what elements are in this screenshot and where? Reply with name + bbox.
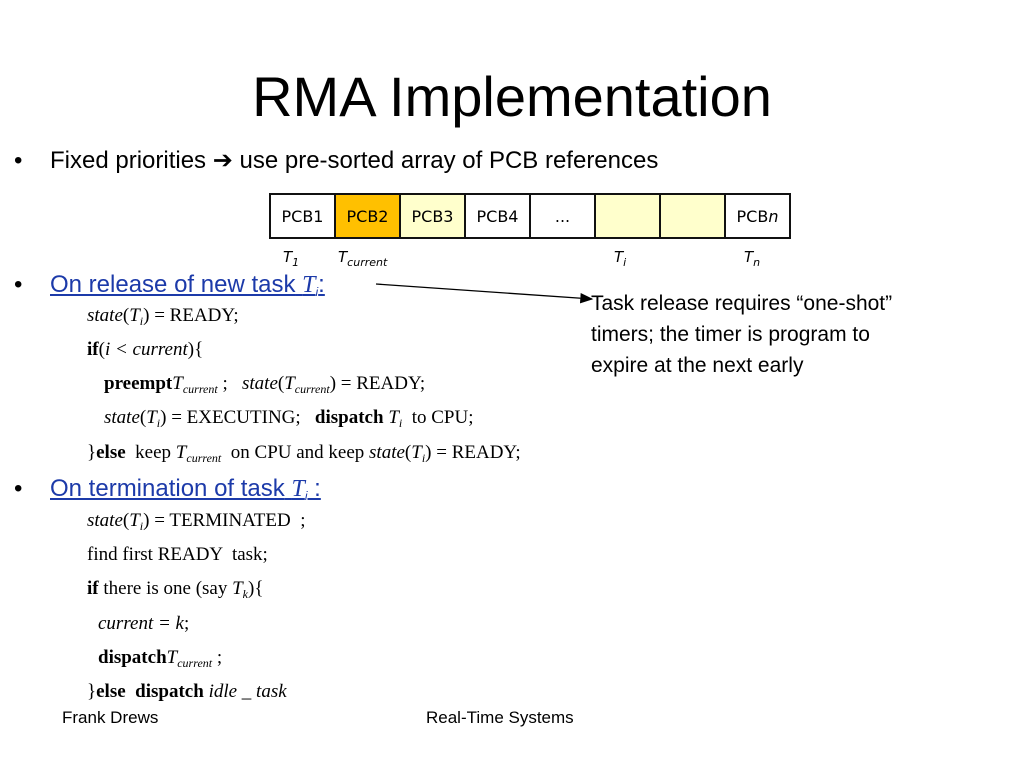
link-on-termination[interactable]: On termination of task Ti : bbox=[50, 475, 321, 510]
label-tn: Tn bbox=[744, 248, 761, 269]
term-line-3: if there is one (say Tk){ bbox=[87, 578, 264, 601]
link-text: On release of new task bbox=[50, 271, 296, 298]
link-suffix: : bbox=[307, 475, 321, 502]
pcb-cell-3: PCB3 bbox=[401, 195, 466, 237]
bullet-text-before: Fixed priorities bbox=[50, 147, 207, 174]
pcb-cell-label: PCB2 bbox=[346, 206, 389, 226]
link-text: On termination of task bbox=[50, 475, 285, 502]
bullet-fixed-priorities: Fixed priorities ➔ use pre-sorted array … bbox=[50, 147, 658, 175]
release-line-4: state(Ti) = EXECUTING; dispatch Ti to CP… bbox=[104, 407, 474, 430]
pcb-cell-2: PCB2 bbox=[336, 195, 401, 237]
bullet-marker: • bbox=[14, 147, 23, 174]
bullet-marker: • bbox=[14, 475, 23, 502]
release-line-5: }else keep Tcurrent on CPU and keep stat… bbox=[87, 442, 521, 465]
pcb-cell-ellipsis: ... bbox=[531, 195, 596, 237]
pcb-cell-label: PCB4 bbox=[476, 206, 519, 226]
link-suffix: : bbox=[318, 271, 325, 298]
release-line-3: preemptTcurrent ; state(Tcurrent) = READ… bbox=[104, 373, 426, 396]
pcb-cell-empty-2 bbox=[661, 195, 726, 237]
pcb-cell-label: PCB1 bbox=[281, 206, 324, 226]
task-var-sub: i bbox=[304, 489, 308, 503]
timer-note: Task release requires “one-shot” timers;… bbox=[591, 292, 893, 377]
pcb-cell-empty-1 bbox=[596, 195, 661, 237]
label-ti: Ti bbox=[614, 248, 627, 269]
bullet-text-after: use pre-sorted array of PCB references bbox=[239, 147, 659, 174]
pcb-cell-4: PCB4 bbox=[466, 195, 531, 237]
pcb-cell-label: PCB3 bbox=[411, 206, 454, 226]
term-line-6: }else dispatch idle _ task bbox=[87, 681, 287, 702]
pcb-cell-label: PCB bbox=[736, 206, 769, 226]
release-line-2: if(i < current){ bbox=[87, 339, 204, 360]
label-tcurrent: Tcurrent bbox=[338, 248, 388, 269]
label-t1: T1 bbox=[283, 248, 300, 269]
pcb-cell-label: ... bbox=[554, 206, 571, 226]
pcb-cell-1: PCB1 bbox=[271, 195, 336, 237]
link-on-release[interactable]: On release of new task Ti: bbox=[50, 271, 325, 306]
pcb-cell-label-italic: n bbox=[768, 206, 779, 226]
slide-title: RMA Implementation bbox=[252, 65, 772, 128]
task-var: T bbox=[291, 476, 305, 502]
footer-author: Frank Drews bbox=[62, 708, 159, 727]
term-line-2: find first READY task; bbox=[87, 544, 268, 565]
release-line-1: state(Ti) = READY; bbox=[87, 305, 239, 328]
bullet-marker: • bbox=[14, 271, 23, 298]
task-var: T bbox=[302, 272, 316, 298]
term-line-4: current = k; bbox=[98, 613, 190, 634]
arrow-right-icon: ➔ bbox=[212, 147, 233, 174]
footer-course: Real-Time Systems bbox=[426, 708, 574, 727]
term-line-5: dispatchTcurrent ; bbox=[98, 647, 223, 670]
task-var-sub: i bbox=[315, 285, 319, 299]
term-line-1: state(Ti) = TERMINATED ; bbox=[87, 510, 306, 533]
